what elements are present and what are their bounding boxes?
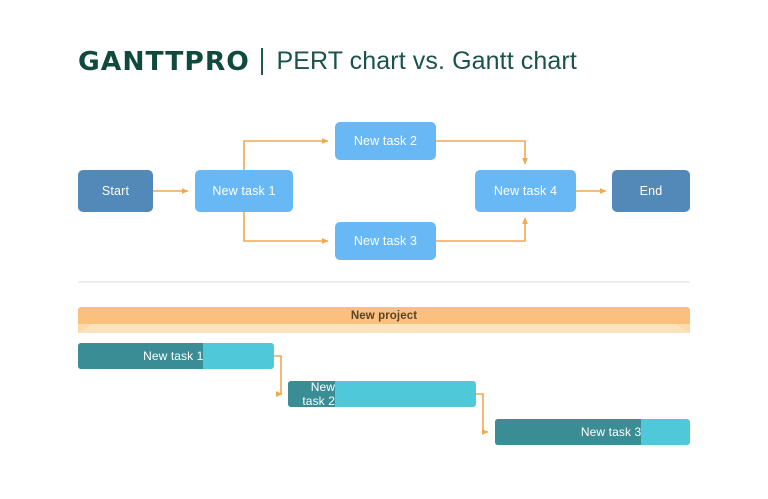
pert-connectors: [153, 138, 607, 244]
summary-tail-left: [78, 324, 92, 333]
pert-node-end[interactable]: End: [612, 170, 690, 212]
pert-node-task3[interactable]: New task 3: [335, 222, 436, 260]
gantt-bar-label: New task 1: [143, 349, 204, 363]
pert-node-label: New task 2: [353, 134, 418, 148]
pert-node-label: Start: [101, 184, 130, 198]
ganttpro-logo: GANTTPRO: [78, 46, 250, 77]
gantt-bar-label: New task 2: [302, 381, 335, 407]
pert-node-label: New task 4: [493, 184, 558, 198]
page-title: PERT chart vs. Gantt chart: [276, 47, 577, 75]
gantt-bar-gtask2[interactable]: New task 2: [288, 381, 476, 407]
gantt-bar-progress: [495, 419, 642, 445]
header-separator: [261, 48, 264, 75]
pert-node-task2[interactable]: New task 2: [335, 122, 436, 160]
gantt-bar-gtask3[interactable]: New task 3: [495, 419, 690, 445]
section-divider: [78, 281, 690, 283]
pert-node-task4[interactable]: New task 4: [475, 170, 576, 212]
pert-node-start[interactable]: Start: [78, 170, 153, 212]
pert-node-label: New task 3: [353, 234, 418, 248]
gantt-bar-label: New task 3: [580, 425, 642, 439]
gantt-bar-progress: [78, 343, 204, 369]
gantt-summary-bar[interactable]: New project: [78, 307, 690, 333]
pert-node-label: New task 1: [212, 184, 276, 198]
slide-header: GANTTPRO PERT chart vs. Gantt chart: [78, 48, 577, 75]
gantt-bar-progress: [288, 381, 335, 407]
summary-body: [78, 307, 690, 324]
summary-label: New project: [350, 309, 418, 322]
pert-node-task1[interactable]: New task 1: [195, 170, 293, 212]
gantt-bar-gtask1[interactable]: New task 1: [78, 343, 274, 369]
pert-node-label: End: [639, 184, 663, 198]
pert-chart-section: Start New task 1 New task 2 New task 3 New t…: [78, 122, 690, 260]
summary-tail-right: [676, 324, 690, 333]
